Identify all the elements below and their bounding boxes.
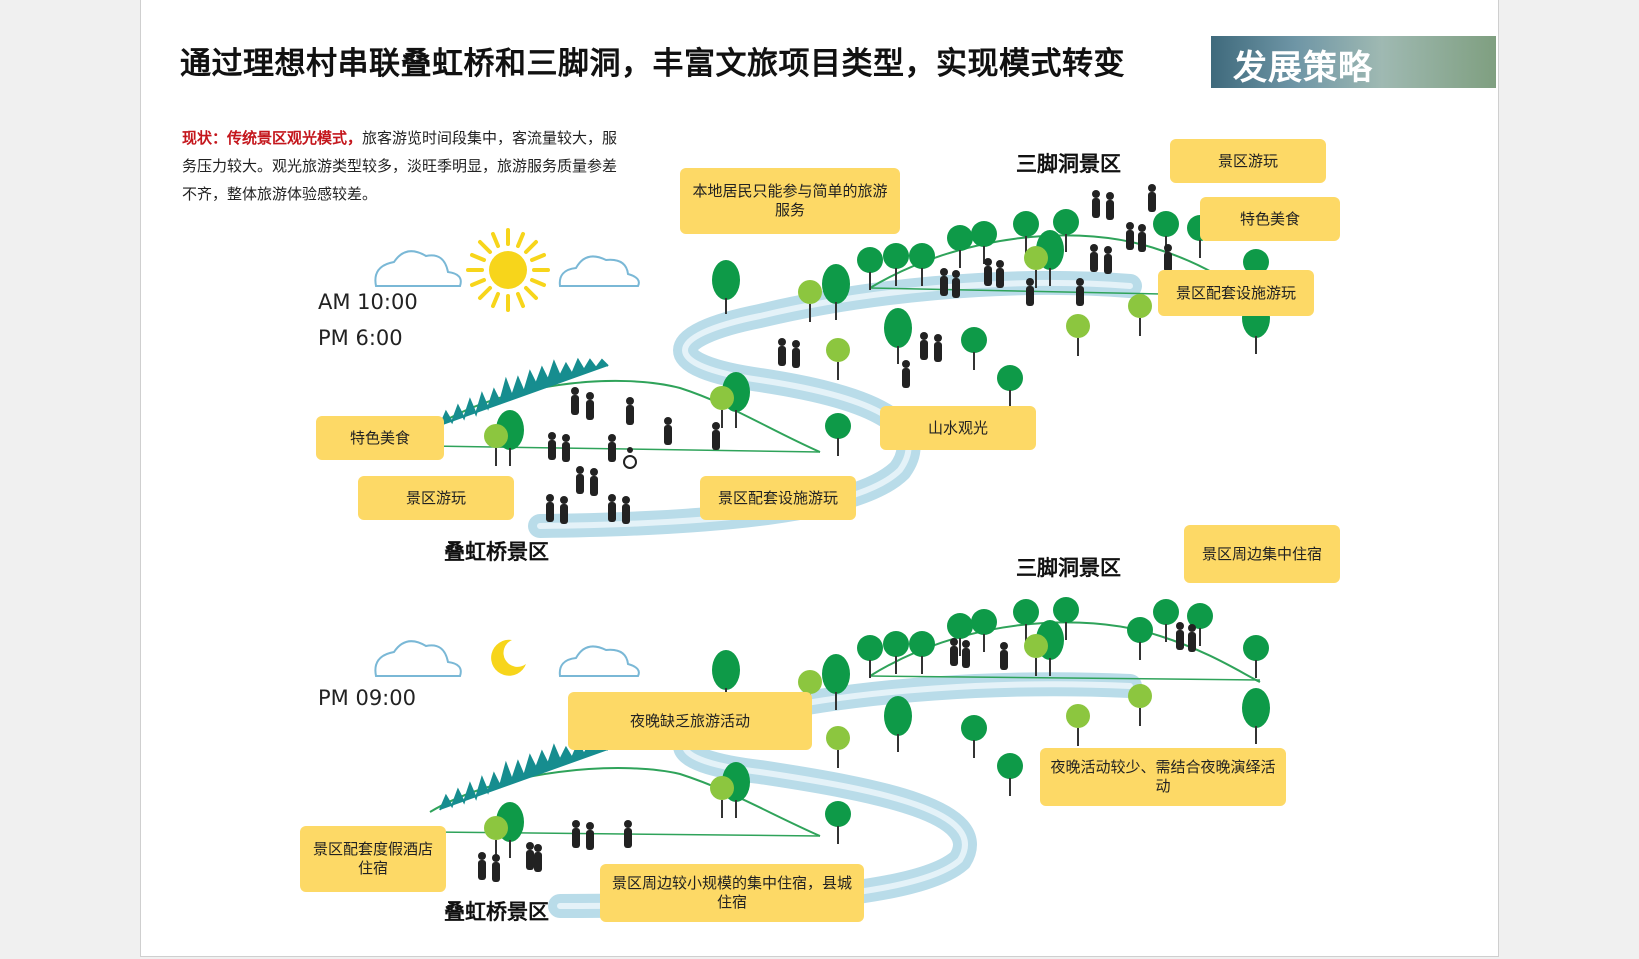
tag-food-bottom: 特色美食 xyxy=(316,416,444,460)
status-paragraph: 现状：传统景区观光模式，旅客游览时间段集中，客流量较大，服务压力较大。观光旅游类… xyxy=(182,124,622,208)
tag-facility-top: 景区配套设施游玩 xyxy=(1158,270,1314,316)
cloud-icon xyxy=(374,250,462,287)
status-lead: 现状：传统景区观光模式， xyxy=(182,129,363,147)
page-title: 通过理想村串联叠虹桥和三脚洞，丰富文旅项目类型，实现模式转变 xyxy=(180,46,1125,82)
tag-play-top: 景区游玩 xyxy=(1170,139,1326,183)
tag-stay-top: 景区周边集中住宿 xyxy=(1184,525,1340,583)
tag-food-top: 特色美食 xyxy=(1200,197,1340,241)
night-scene xyxy=(374,597,1270,918)
visitors-day xyxy=(546,184,1172,524)
tag-night-few: 夜晚活动较少、需结合夜晚演绎活动 xyxy=(1040,748,1286,806)
zone-sanjiaodong-night: 三脚洞景区 xyxy=(1016,556,1121,580)
tag-local-service: 本地居民只能参与简单的旅游服务 xyxy=(680,168,900,234)
status-body: 旅客游览时间段集中，客流量较大，服务压力较大。观光旅游类型较多，淡旺季明显，旅游… xyxy=(182,129,618,203)
tag-landscape: 山水观光 xyxy=(880,406,1036,450)
forest-strip xyxy=(439,741,609,811)
time-pm-6: PM 6:00 xyxy=(318,326,403,350)
section-badge-label: 发展策略 xyxy=(1233,48,1373,88)
time-pm-9: PM 09:00 xyxy=(318,686,416,710)
visitors-night xyxy=(478,622,1196,882)
tag-resort: 景区配套度假酒店住宿 xyxy=(300,826,446,892)
zone-diehongqiao-day: 叠虹桥景区 xyxy=(444,540,549,564)
tag-night-lack: 夜晚缺乏旅游活动 xyxy=(568,692,812,750)
trees-night xyxy=(484,597,1270,858)
tag-play-bottom: 景区游玩 xyxy=(358,476,514,520)
moon-icon xyxy=(491,639,526,676)
zone-sanjiaodong-day: 三脚洞景区 xyxy=(1016,152,1121,176)
cloud-icon xyxy=(374,640,462,677)
tag-county-stay: 景区周边较小规模的集中住宿，县城住宿 xyxy=(600,864,864,922)
zone-diehongqiao-night: 叠虹桥景区 xyxy=(444,900,549,924)
hill-top xyxy=(869,621,1261,683)
sun-icon xyxy=(466,228,550,312)
cloud-icon xyxy=(558,255,640,287)
time-am-10: AM 10:00 xyxy=(318,290,418,314)
cloud-icon xyxy=(558,645,640,677)
forest-strip xyxy=(439,357,609,427)
tag-facility-bottom: 景区配套设施游玩 xyxy=(700,476,856,520)
section-badge: 发展策略 xyxy=(1211,36,1496,88)
day-scene xyxy=(374,184,1270,538)
